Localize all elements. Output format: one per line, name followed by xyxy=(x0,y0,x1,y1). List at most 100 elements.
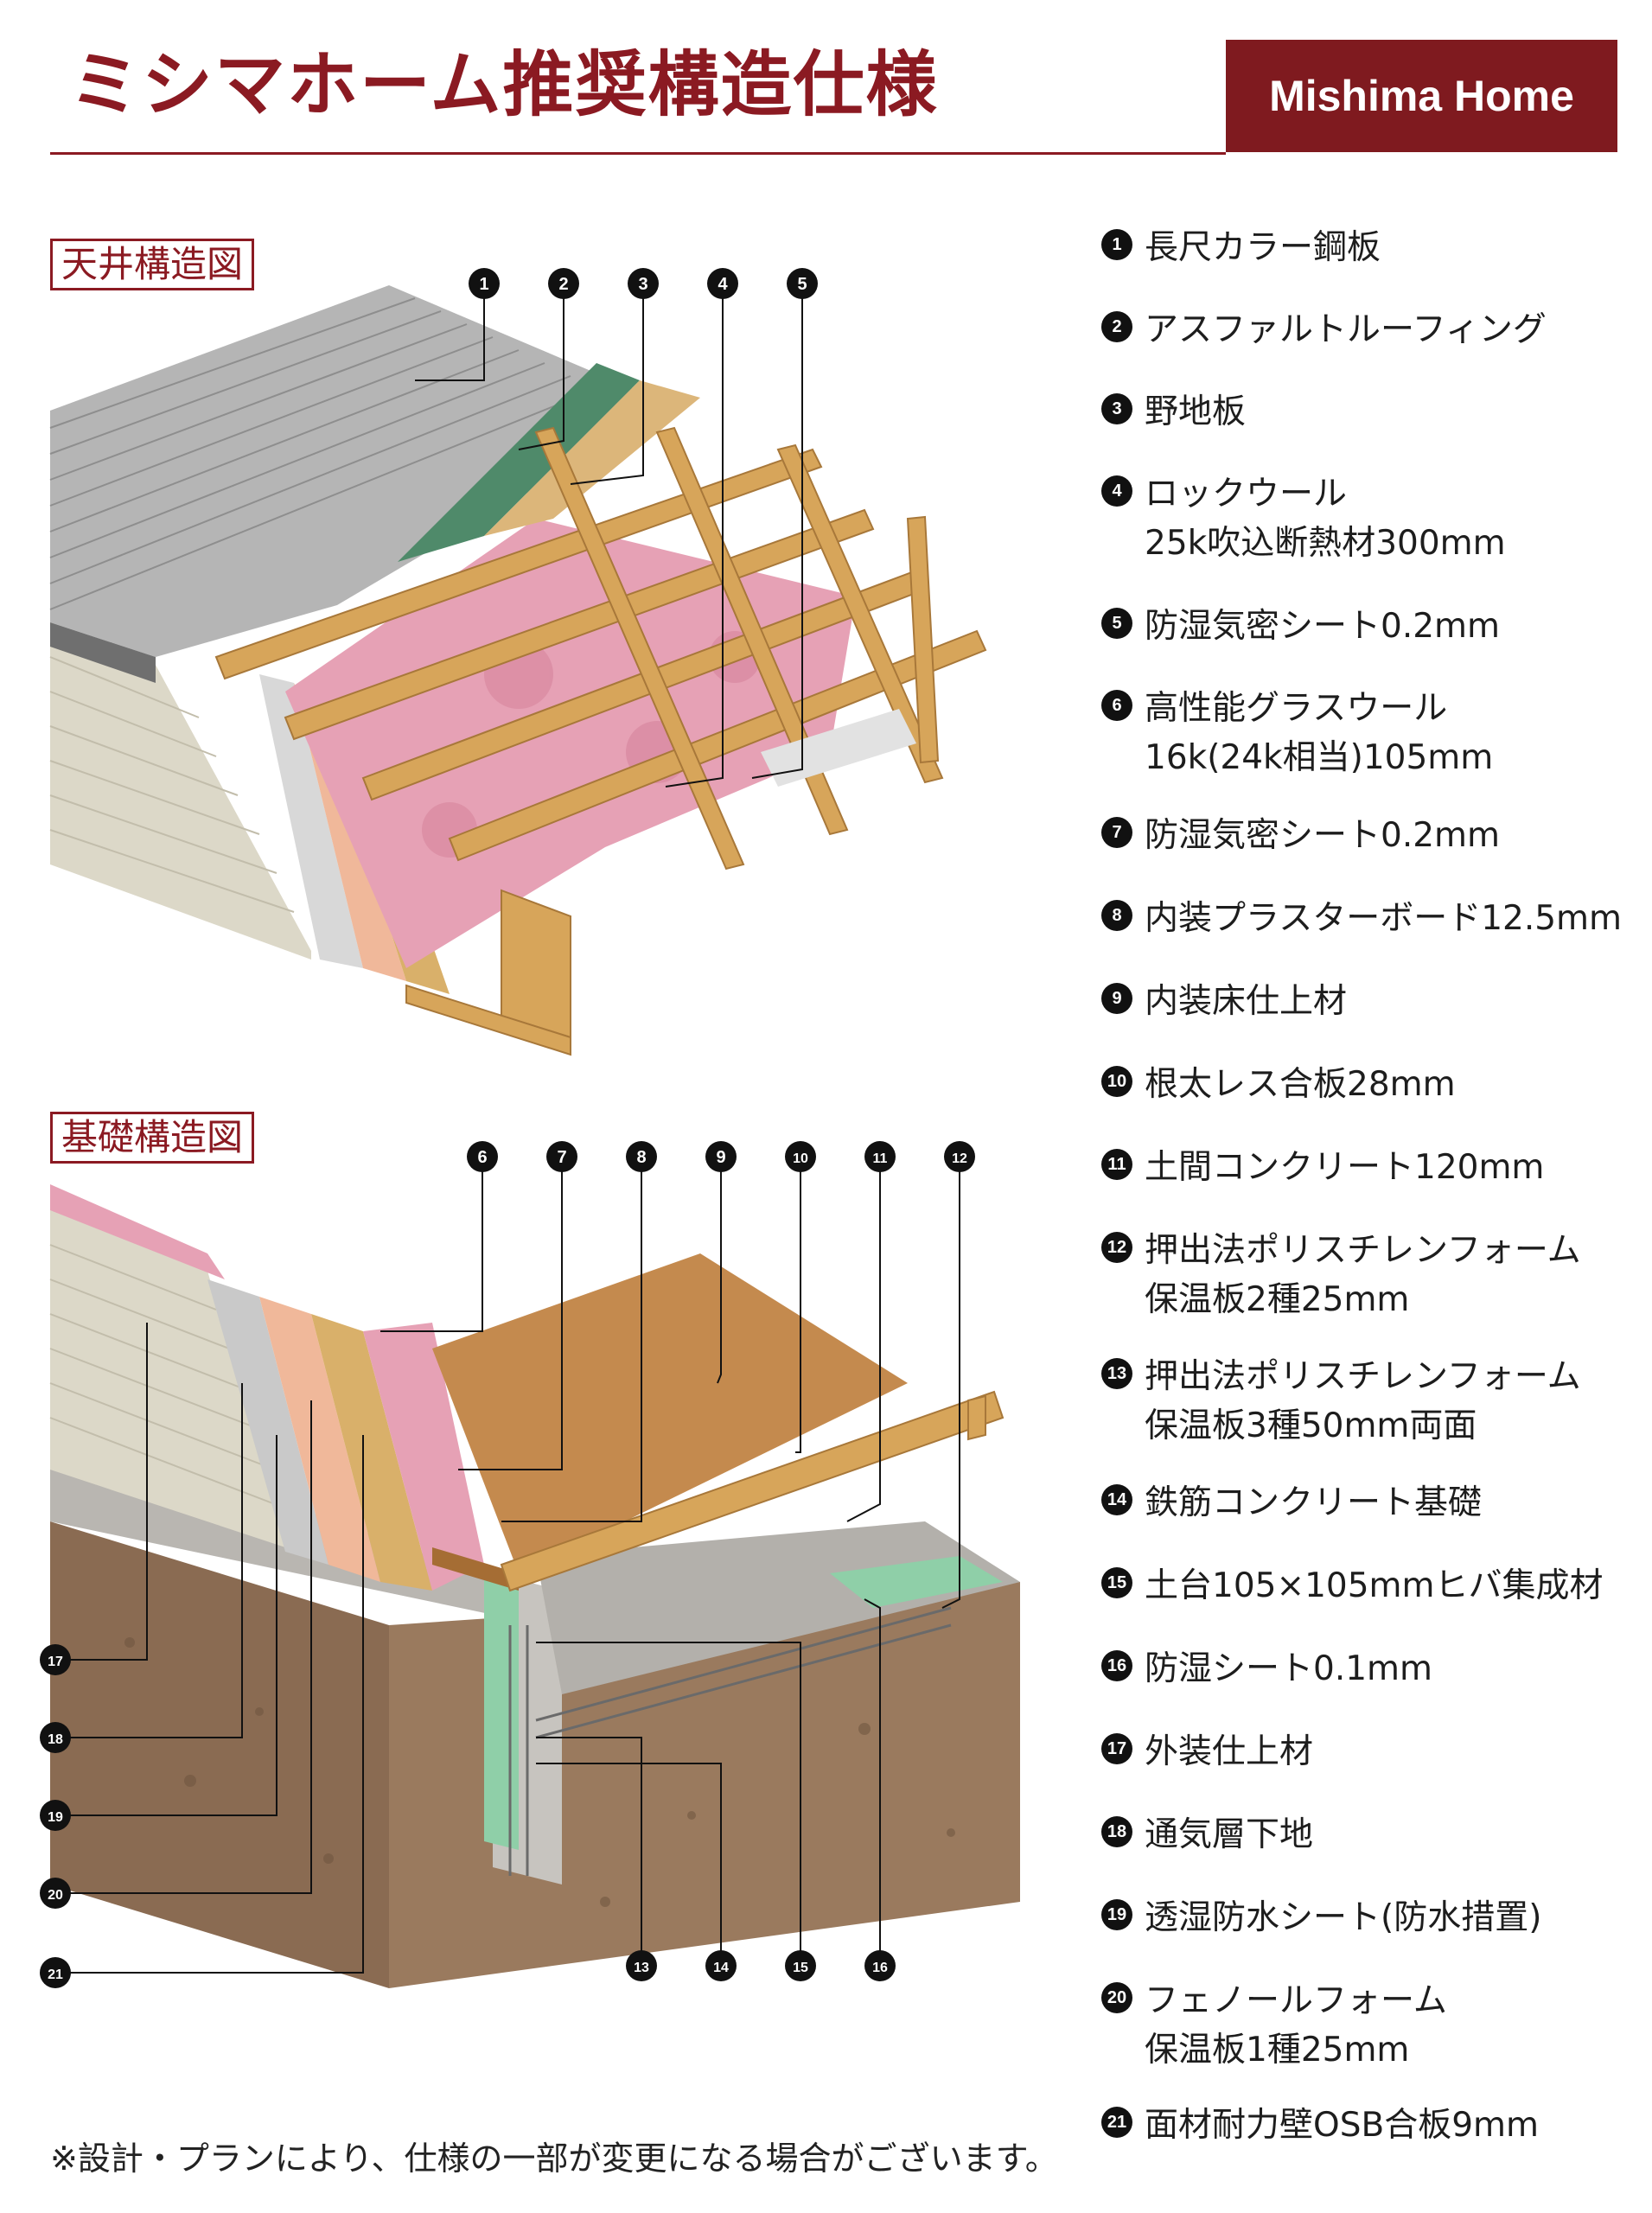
svg-text:2: 2 xyxy=(558,275,568,294)
svg-text:4: 4 xyxy=(718,275,728,294)
svg-text:5: 5 xyxy=(797,275,807,294)
legend-number: 10 xyxy=(1101,1066,1132,1097)
legend-item: 12 押出法ポリスチレンフォーム 保温板2種25mm xyxy=(1101,1226,1581,1324)
svg-text:20: 20 xyxy=(48,1888,63,1903)
legend-item: 17 外装仕上材 xyxy=(1101,1727,1313,1776)
svg-text:16: 16 xyxy=(872,1961,888,1975)
legend-item: 8 内装プラスターボード12.5mm xyxy=(1101,894,1622,943)
legend-number: 6 xyxy=(1101,690,1132,721)
svg-text:19: 19 xyxy=(48,1810,63,1825)
svg-text:3: 3 xyxy=(638,275,647,294)
foundation-wall-osb xyxy=(311,1314,432,1591)
legend-text: 高性能グラスウール 16k(24k相当)105mm xyxy=(1145,684,1493,782)
legend-number: 1 xyxy=(1101,229,1132,260)
legend-number: 11 xyxy=(1101,1149,1132,1180)
svg-text:13: 13 xyxy=(634,1961,649,1975)
legend-line: 押出法ポリスチレンフォーム xyxy=(1145,1231,1581,1270)
legend-text: 土台105×105mmヒバ集成材 xyxy=(1145,1561,1604,1610)
foundation-floor-edge xyxy=(432,1547,519,1591)
callout-12: 12 xyxy=(944,1141,975,1172)
svg-text:7: 7 xyxy=(557,1148,566,1167)
legend-line: 16k(24k相当)105mm xyxy=(1145,738,1494,777)
legend-line: 面材耐力壁OSB合板9mm xyxy=(1145,2106,1540,2145)
legend-line: 内装プラスターボード12.5mm xyxy=(1145,899,1623,938)
legend-line: 防湿気密シート0.2mm xyxy=(1145,816,1501,855)
legend-item: 15 土台105×105mmヒバ集成材 xyxy=(1101,1561,1604,1610)
callout-21: 21 xyxy=(40,1957,71,1988)
ceiling-roofing xyxy=(398,363,640,562)
legend-line: 保温板3種50mm両面 xyxy=(1145,1406,1477,1445)
legend-line: 保温板1種25mm xyxy=(1145,2031,1410,2070)
callout-11: 11 xyxy=(864,1141,896,1172)
legend-line: ロックウール xyxy=(1145,475,1348,513)
title-rule xyxy=(50,152,1226,155)
legend-line: 押出法ポリスチレンフォーム xyxy=(1145,1357,1581,1396)
legend-line: 防湿気密シート0.2mm xyxy=(1145,607,1501,646)
legend-text: 押出法ポリスチレンフォーム 保温板2種25mm xyxy=(1145,1226,1581,1324)
legend-number: 21 xyxy=(1101,2107,1132,2138)
legend-item: 18 通気層下地 xyxy=(1101,1810,1313,1859)
legend-number: 9 xyxy=(1101,983,1132,1014)
legend-text: 通気層下地 xyxy=(1145,1810,1313,1859)
svg-text:12: 12 xyxy=(952,1151,967,1166)
legend-number: 2 xyxy=(1101,311,1132,342)
callout-2: 2 xyxy=(548,268,579,299)
callout-18: 18 xyxy=(40,1722,71,1753)
legend-number: 12 xyxy=(1101,1232,1132,1263)
legend-number: 5 xyxy=(1101,608,1132,639)
svg-text:21: 21 xyxy=(48,1967,63,1982)
legend-line: 透湿防水シート(防水措置) xyxy=(1145,1898,1542,1937)
callout-16: 16 xyxy=(864,1950,896,1981)
section-tag-ceiling: 天井構造図 xyxy=(50,239,255,291)
legend-number: 17 xyxy=(1101,1733,1132,1764)
ceiling-roof-edge xyxy=(50,622,156,683)
legend-number: 19 xyxy=(1101,1899,1132,1930)
legend-number: 4 xyxy=(1101,475,1132,507)
section-tag-foundation: 基礎構造図 xyxy=(50,1112,255,1164)
foundation-wall-foam xyxy=(259,1297,380,1582)
legend-item: 3 野地板 xyxy=(1101,387,1246,437)
ceiling-roof-steel xyxy=(50,285,674,657)
callout-4: 4 xyxy=(707,268,738,299)
callout-3: 3 xyxy=(628,268,659,299)
svg-text:14: 14 xyxy=(713,1961,729,1975)
legend-text: 面材耐力壁OSB合板9mm xyxy=(1145,2101,1539,2150)
callout-14: 14 xyxy=(705,1950,737,1981)
legend-number: 8 xyxy=(1101,900,1132,931)
legend-line: 土台105×105mmヒバ集成材 xyxy=(1145,1566,1604,1605)
callout-8: 8 xyxy=(626,1141,657,1172)
ceiling-diagram xyxy=(49,285,987,1056)
legend-item: 19 透湿防水シート(防水措置) xyxy=(1101,1893,1541,1942)
legend-line: 25k吹込断熱材300mm xyxy=(1145,524,1506,563)
footnote: ※設計・プランにより、仕様の一部が変更になる場合がございます。 xyxy=(50,2140,1058,2178)
legend-number: 20 xyxy=(1101,1982,1132,2013)
legend-text: 防湿気密シート0.2mm xyxy=(1145,602,1500,651)
foundation-floor xyxy=(432,1253,908,1573)
legend-item: 1 長尺カラー鋼板 xyxy=(1101,223,1381,272)
legend-text: フェノールフォーム 保温板1種25mm xyxy=(1145,1976,1447,2075)
callout-6: 6 xyxy=(467,1141,498,1172)
legend-text: アスファルトルーフィング xyxy=(1145,305,1547,354)
legend-item: 4 ロックウール 25k吹込断熱材300mm xyxy=(1101,469,1506,568)
legend-text: 内装プラスターボード12.5mm xyxy=(1145,894,1622,943)
legend-text: 防湿シート0.1mm xyxy=(1145,1644,1432,1693)
legend-item: 9 内装床仕上材 xyxy=(1101,977,1347,1026)
callout-13: 13 xyxy=(626,1950,657,1981)
foundation-soil xyxy=(50,1521,389,1988)
svg-text:1: 1 xyxy=(479,275,488,294)
svg-text:11: 11 xyxy=(873,1151,888,1166)
foundation-xps xyxy=(484,1573,519,1850)
ceiling-sheathing xyxy=(484,380,700,536)
foundation-siding xyxy=(50,1202,285,1547)
callout-9: 9 xyxy=(705,1141,737,1172)
legend-text: 根太レス合板28mm xyxy=(1145,1060,1456,1109)
legend-line: フェノールフォーム xyxy=(1145,1981,1447,2020)
foundation-wall-insulation xyxy=(363,1323,484,1591)
legend-text: 透湿防水シート(防水措置) xyxy=(1145,1893,1541,1942)
legend-item: 2 アスファルトルーフィング xyxy=(1101,305,1547,354)
legend-line: 外装仕上材 xyxy=(1145,1732,1314,1771)
legend-number: 14 xyxy=(1101,1484,1132,1515)
legend-number: 13 xyxy=(1101,1358,1132,1389)
foundation-wall-layer-1 xyxy=(50,1184,225,1279)
